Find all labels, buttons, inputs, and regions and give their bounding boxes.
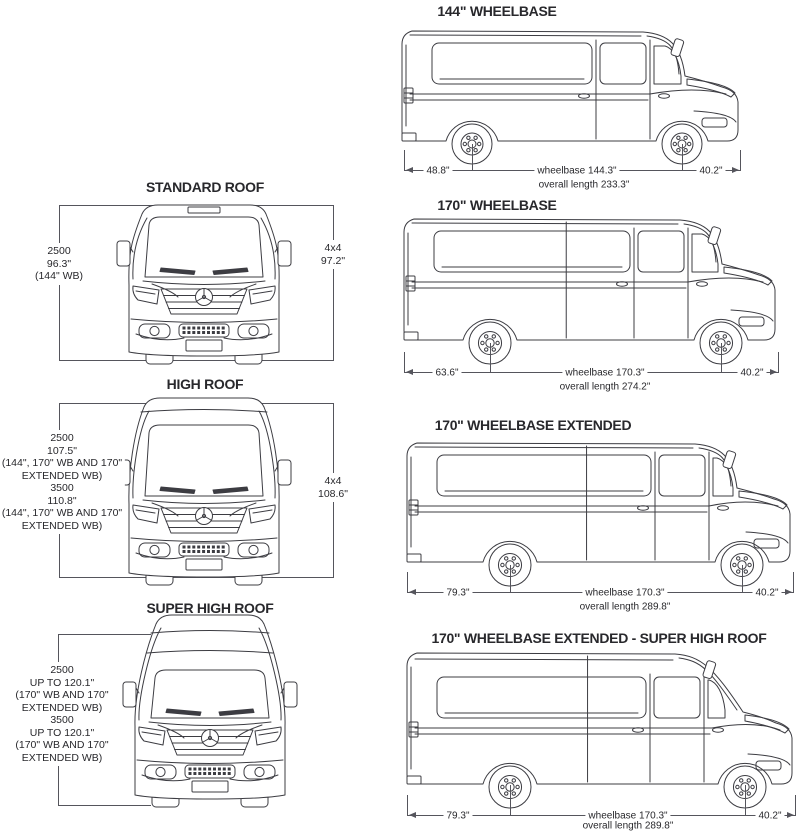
wheel-center-tick <box>742 565 743 593</box>
dimension-frame-top-line <box>58 634 151 635</box>
front-overhang-label: 40.2" <box>752 587 782 599</box>
wheelbase-label: wheelbase 170.3" <box>585 810 671 822</box>
rear-overhang-label: 63.6" <box>432 367 462 379</box>
section-title: SUPER HIGH ROOF <box>146 600 274 616</box>
wheelbase-label: wheelbase 170.3" <box>582 587 668 599</box>
dimension-end-tick <box>793 572 794 593</box>
overall-length-label: overall length 233.3" <box>535 179 633 191</box>
rear-overhang-label: 79.3" <box>443 810 473 822</box>
overall-length-label: overall length 289.8" <box>579 820 677 832</box>
dimension-arrow-icon <box>409 589 416 595</box>
height-dimension-label: 2500 UP TO 120.1" (170" WB AND 170" EXTE… <box>12 662 112 766</box>
section-title: 170" WHEELBASE <box>437 197 557 213</box>
dimension-arrow-icon <box>785 589 792 595</box>
section-title: 170" WHEELBASE EXTENDED <box>434 417 632 433</box>
overall-length-label: overall length 289.8" <box>576 601 674 613</box>
front-overhang-label: 40.2" <box>755 810 785 822</box>
wheel-center-tick <box>721 343 722 373</box>
height-4x4-dimension-label: 4x4 97.2" <box>317 240 349 269</box>
side-view-170-extended-drawing <box>406 442 791 587</box>
dimension-end-tick <box>407 795 408 816</box>
section-title: 170" WHEELBASE EXTENDED - SUPER HIGH ROO… <box>431 630 767 646</box>
front-overhang-label: 40.2" <box>696 165 726 177</box>
dimension-arrow-icon <box>732 167 739 173</box>
section-title: HIGH ROOF <box>166 376 244 392</box>
dimension-end-tick <box>740 150 741 171</box>
high-roof-front-drawing <box>116 397 292 586</box>
dimension-end-tick <box>404 352 405 373</box>
dimension-arrow-icon <box>406 167 413 173</box>
overall-length-label: overall length 274.2" <box>556 381 654 393</box>
dimension-arrow-icon <box>406 369 413 375</box>
wheel-center-tick <box>490 343 491 373</box>
dimension-frame-bottom-line <box>59 577 334 578</box>
section-title: 144" WHEELBASE <box>437 3 557 19</box>
super-high-roof-front-drawing <box>122 614 298 808</box>
dimension-arrow-icon <box>787 812 794 818</box>
dimension-frame-bottom-line <box>59 360 334 361</box>
rear-overhang-label: 48.8" <box>423 165 453 177</box>
wheelbase-label: wheelbase 170.3" <box>562 367 648 379</box>
dimension-arrow-icon <box>770 369 777 375</box>
height-dimension-label: 2500 107.5" (144", 170" WB AND 170" EXTE… <box>0 430 126 534</box>
wheelbase-label: wheelbase 144.3" <box>534 165 620 177</box>
rear-overhang-label: 79.3" <box>443 587 473 599</box>
front-overhang-label: 40.2" <box>737 367 767 379</box>
wheel-center-tick <box>510 785 511 816</box>
dimension-end-tick <box>407 572 408 593</box>
height-dimension-label: 2500 96.3" (144" WB) <box>31 243 87 285</box>
wheel-center-tick <box>745 785 746 816</box>
dimension-arrow-icon <box>409 812 416 818</box>
dimension-end-tick <box>795 795 796 816</box>
standard-roof-front-drawing <box>116 204 292 365</box>
height-dimension-line <box>333 205 334 361</box>
dimension-end-tick <box>404 150 405 171</box>
side-view-170-drawing <box>403 218 776 365</box>
dimension-end-tick <box>778 352 779 373</box>
wheel-center-tick <box>472 144 473 171</box>
side-view-144-drawing <box>401 30 739 165</box>
section-title: STANDARD ROOF <box>146 179 264 195</box>
side-view-170-extended-super-high-drawing <box>406 652 793 809</box>
wheel-center-tick <box>682 144 683 171</box>
height-4x4-dimension-label: 4x4 108.6" <box>314 473 352 502</box>
dimension-frame-bottom-line <box>58 805 151 806</box>
wheel-center-tick <box>510 565 511 593</box>
